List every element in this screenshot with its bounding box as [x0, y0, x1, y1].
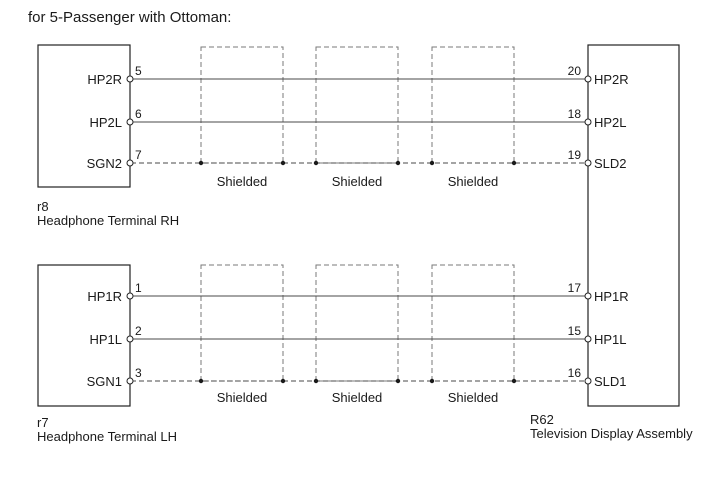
connector-code-r7: r7: [37, 415, 49, 430]
pin-number-17: 17: [568, 281, 582, 295]
junction-dot: [429, 160, 435, 166]
connector-box-r62: [587, 44, 680, 407]
pin-number-6: 6: [135, 107, 142, 121]
pin-label-r62-sld1: SLD1: [594, 374, 627, 389]
connector-name-r8: Headphone Terminal RH: [37, 213, 180, 228]
shield-label: Shielded: [332, 174, 383, 189]
pin-label-r62-hp1l: HP1L: [594, 332, 627, 347]
terminal-pin-16: [584, 377, 592, 385]
junction-dot: [280, 378, 286, 384]
shield-group-lower: [200, 264, 515, 382]
terminal-pin-20: [584, 75, 592, 83]
terminal-pin-5: [126, 75, 134, 83]
shield-label: Shielded: [332, 390, 383, 405]
junction-dot: [313, 160, 319, 166]
junction-dot: [511, 160, 517, 166]
pin-number-19: 19: [568, 148, 582, 162]
pin-number-15: 15: [568, 324, 582, 338]
pin-label-hp2r: HP2R: [87, 72, 122, 87]
pin-number-1: 1: [135, 281, 142, 295]
junction-dot: [198, 378, 204, 384]
shield-box: [315, 264, 399, 382]
terminal-pin-6: [126, 118, 134, 126]
connector-name-r62: Television Display Assembly: [530, 426, 693, 441]
pin-label-hp1r: HP1R: [87, 289, 122, 304]
junction-dot: [429, 378, 435, 384]
shield-label: Shielded: [448, 174, 499, 189]
junction-dot: [511, 378, 517, 384]
shield-junctions-lower: [198, 378, 517, 384]
junction-dot: [280, 160, 286, 166]
pin-number-3: 3: [135, 366, 142, 380]
pin-label-sgn2: SGN2: [87, 156, 122, 171]
shield-box: [200, 264, 284, 382]
pin-label-r62-hp2r: HP2R: [594, 72, 629, 87]
shield-box: [315, 46, 399, 164]
pin-label-hp1l: HP1L: [89, 332, 122, 347]
diagram-heading: for 5-Passenger with Ottoman:: [28, 9, 232, 26]
pin-number-5: 5: [135, 64, 142, 78]
connector-code-r62: R62: [530, 412, 554, 427]
terminal-pin-15: [584, 335, 592, 343]
pin-number-16: 16: [568, 366, 582, 380]
shield-box: [431, 46, 515, 164]
terminal-pin-17: [584, 292, 592, 300]
junction-dot: [313, 378, 319, 384]
terminal-pin-1: [126, 292, 134, 300]
pin-label-r62-sld2: SLD2: [594, 156, 627, 171]
junction-dot: [395, 160, 401, 166]
pin-label-r62-hp2l: HP2L: [594, 115, 627, 130]
shield-label: Shielded: [217, 174, 268, 189]
junction-dot: [395, 378, 401, 384]
terminals: [126, 75, 592, 385]
shield-box: [431, 264, 515, 382]
pin-number-20: 20: [568, 64, 582, 78]
junction-dot: [198, 160, 204, 166]
terminal-pin-3: [126, 377, 134, 385]
pin-number-7: 7: [135, 148, 142, 162]
shield-junctions-upper: [198, 160, 517, 166]
pin-label-r62-hp1r: HP1R: [594, 289, 629, 304]
pin-number-18: 18: [568, 107, 582, 121]
pin-label-hp2l: HP2L: [89, 115, 122, 130]
terminal-pin-18: [584, 118, 592, 126]
shield-box: [200, 46, 284, 164]
terminal-pin-2: [126, 335, 134, 343]
terminal-pin-7: [126, 159, 134, 167]
shield-label: Shielded: [217, 390, 268, 405]
terminal-pin-19: [584, 159, 592, 167]
pin-label-sgn1: SGN1: [87, 374, 122, 389]
connector-name-r7: Headphone Terminal LH: [37, 429, 177, 444]
pin-number-2: 2: [135, 324, 142, 338]
shield-group-upper: [200, 46, 515, 164]
shield-label: Shielded: [448, 390, 499, 405]
connector-code-r8: r8: [37, 199, 49, 214]
connector-box-r8: [37, 44, 131, 188]
